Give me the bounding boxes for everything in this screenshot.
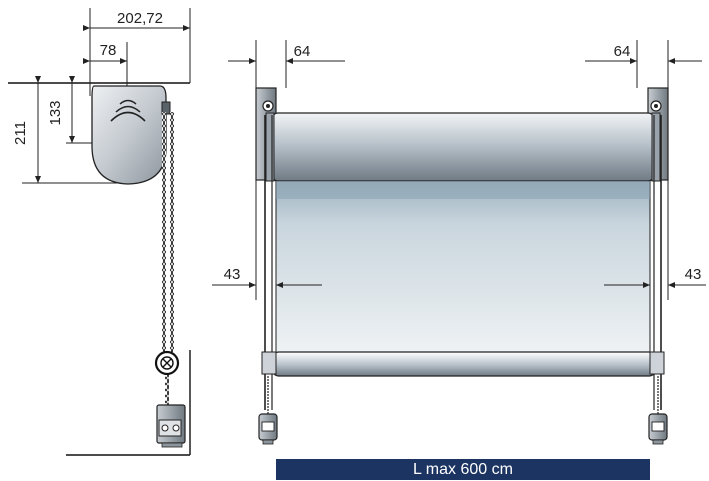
wall-bracket-icon: [156, 404, 186, 448]
bottom-rail: [271, 351, 657, 377]
blind-fabric: [275, 180, 651, 354]
front-view: 64 64 43: [212, 40, 706, 445]
dim-guide-right: 43: [685, 266, 702, 283]
dim-side-width: 202,72: [117, 10, 163, 27]
dim-guide-left: 43: [224, 266, 241, 283]
chain-tensioner-icon: [648, 376, 668, 445]
chain-drive-icon: [154, 350, 180, 376]
dim-bracket-right: 64: [614, 43, 631, 60]
dim-side-offset: 78: [100, 42, 117, 59]
dim-side-height-axis: 133: [47, 100, 64, 125]
roller-tube: [271, 112, 655, 182]
operating-chain: [162, 112, 166, 352]
dim-bracket-left: 64: [294, 43, 311, 60]
side-profile-view: 202,72 78 211 133: [8, 8, 191, 456]
cassette-side-profile: [91, 85, 167, 185]
chain-tensioner-icon: [258, 376, 278, 445]
dim-side-height-total: 211: [12, 121, 29, 145]
max-width-banner: L max 600 cm: [276, 459, 650, 480]
